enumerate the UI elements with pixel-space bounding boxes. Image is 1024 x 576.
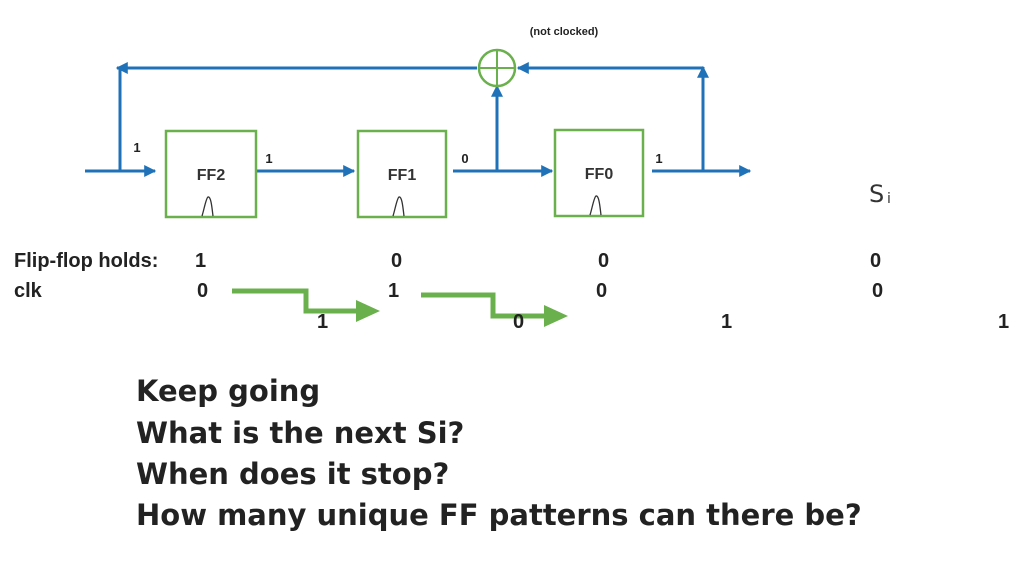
ff0-label: FF0 bbox=[585, 166, 614, 183]
holds-value: 0 bbox=[870, 250, 882, 272]
question-when-stop: When does it stop? bbox=[136, 457, 450, 491]
si-letter: S bbox=[869, 180, 884, 208]
bottom-value: 1 bbox=[721, 311, 733, 333]
question-keep-going: Keep going bbox=[136, 374, 321, 408]
holds-value: 0 bbox=[598, 250, 610, 272]
ff2-label: FF2 bbox=[197, 167, 226, 184]
wire-value-ff0-out: 1 bbox=[655, 151, 662, 166]
clk-value: 0 bbox=[197, 280, 209, 302]
wire-value-input: 1 bbox=[133, 140, 140, 155]
xor-gate bbox=[477, 48, 517, 88]
flip-flop-ff2: FF2 bbox=[164, 129, 258, 219]
step-arrow-1 bbox=[232, 288, 380, 322]
wire-value-ff2-out: 1 bbox=[265, 151, 272, 166]
question-unique-patterns: How many unique FF patterns can there be… bbox=[136, 498, 862, 532]
bottom-value: 1 bbox=[317, 311, 329, 333]
ff1-label: FF1 bbox=[388, 167, 417, 184]
output-si-label: S i bbox=[869, 180, 891, 208]
clk-row-label: clk bbox=[14, 280, 42, 302]
step-arrow-2 bbox=[421, 292, 568, 327]
clk-value: 0 bbox=[872, 280, 884, 302]
flip-flop-ff1: FF1 bbox=[356, 129, 448, 219]
clk-value: 0 bbox=[596, 280, 608, 302]
holds-value: 0 bbox=[391, 250, 403, 272]
wire-value-ff1-out: 0 bbox=[461, 151, 468, 166]
flip-flop-ff0: FF0 bbox=[553, 128, 645, 218]
clock-input-icon bbox=[589, 195, 602, 216]
bottom-value: 1 bbox=[998, 311, 1010, 333]
holds-value: 1 bbox=[195, 250, 207, 272]
not-clocked-note: (not clocked) bbox=[530, 26, 599, 38]
clock-input-icon bbox=[201, 196, 214, 217]
clock-input-icon bbox=[392, 196, 405, 217]
clk-value: 1 bbox=[388, 280, 400, 302]
si-subscript: i bbox=[887, 191, 891, 207]
holds-row-label: Flip-flop holds: bbox=[14, 250, 159, 272]
bottom-value: 0 bbox=[513, 311, 525, 333]
question-next-si: What is the next Si? bbox=[136, 416, 465, 450]
